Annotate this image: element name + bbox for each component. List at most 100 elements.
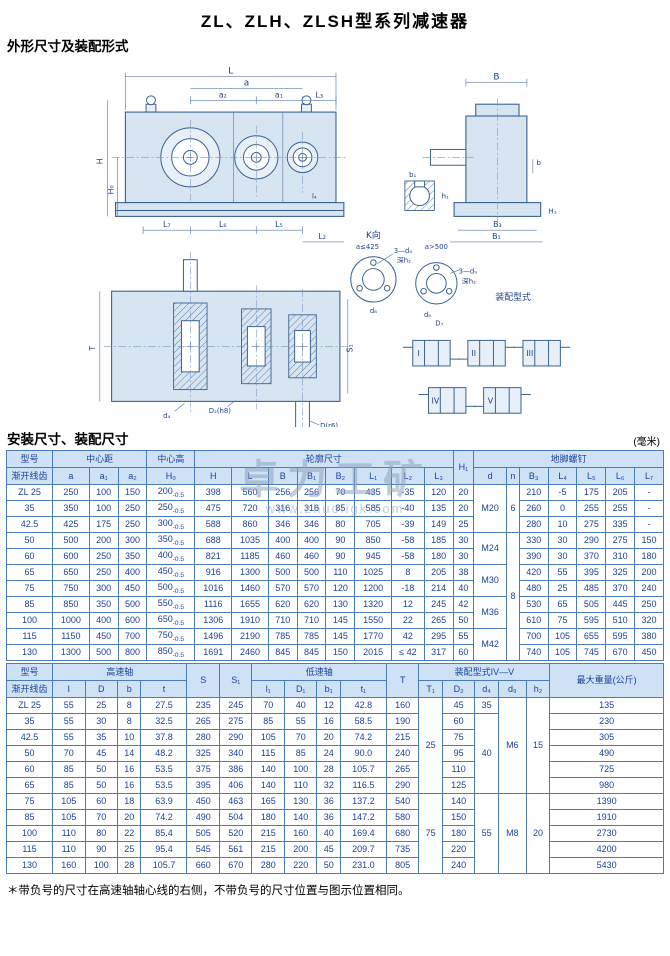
value-cell: 335	[605, 516, 636, 533]
value-cell: M42	[473, 628, 508, 661]
value-cell: -58	[391, 548, 425, 565]
value-cell: 110	[441, 761, 476, 778]
value-cell: 25	[84, 697, 118, 714]
assembly-type-1: I	[417, 349, 419, 358]
value-cell: 398	[194, 484, 233, 501]
value-cell: 595	[605, 628, 636, 645]
value-cell: 350	[88, 596, 119, 613]
value-cell: 845	[267, 644, 298, 661]
value-cell: 850-0.5	[146, 644, 196, 661]
model-cell: 130	[6, 644, 53, 661]
value-cell: 200-0.5	[146, 484, 196, 501]
value-cell: 386	[218, 761, 253, 778]
column-header: t₁	[339, 680, 387, 698]
plan-view: T S₁ d₄ D₂(h8) D(r6)	[88, 251, 355, 427]
value-cell: 125	[441, 777, 476, 794]
value-cell: 463	[218, 793, 253, 810]
value-cell: 520	[218, 825, 253, 842]
dim-label: l₄	[312, 193, 317, 201]
value-cell: 290	[576, 532, 607, 549]
value-cell: 700	[518, 628, 549, 645]
value-cell: 230	[549, 713, 664, 730]
value-cell: 100	[88, 484, 119, 501]
value-cell: 1300	[231, 564, 269, 581]
value-cell: 380	[634, 628, 664, 645]
section-outline-heading: 外形尺寸及装配形式	[7, 39, 129, 54]
dim-label: a≤425	[356, 243, 379, 251]
value-cell: 50	[452, 612, 475, 629]
value-cell: 505	[576, 596, 607, 613]
value-cell: 250-0.5	[146, 500, 196, 517]
column-header: H₀	[146, 467, 196, 485]
value-cell: 400-0.5	[146, 548, 196, 565]
dim-label: D₇	[435, 320, 443, 328]
value-cell: 8	[506, 532, 520, 661]
value-cell: 160	[52, 857, 86, 874]
value-cell: 116.5	[339, 777, 387, 794]
value-cell: 325	[186, 745, 220, 762]
value-cell: 85.4	[140, 825, 188, 842]
value-cell: 55	[474, 793, 499, 874]
value-cell: 1300	[52, 644, 90, 661]
value-cell: 610	[518, 612, 549, 629]
value-cell: 70	[52, 745, 86, 762]
value-cell: 45	[441, 697, 476, 714]
value-cell: 680	[385, 825, 420, 842]
value-cell: 25	[452, 516, 475, 533]
value-cell: 250	[117, 516, 148, 533]
value-cell: 275	[576, 516, 607, 533]
value-cell: 2460	[231, 644, 269, 661]
value-cell: 316	[267, 500, 298, 517]
value-cell: 290	[385, 777, 420, 794]
column-header: 装配型式IV—V	[418, 663, 551, 681]
value-cell: 370	[605, 580, 636, 597]
column-header: h₂	[525, 680, 551, 698]
dim-label: 3—d₉	[459, 267, 478, 275]
value-cell: 25	[116, 841, 142, 858]
column-header: b₁	[316, 680, 341, 698]
value-cell: 375	[186, 761, 220, 778]
value-cell: 700	[117, 628, 148, 645]
value-cell: 490	[549, 745, 664, 762]
value-cell: 406	[218, 777, 253, 794]
value-cell: 275	[218, 713, 253, 730]
value-cell: 8	[116, 713, 142, 730]
value-cell: 12	[316, 697, 341, 714]
value-cell: 80	[84, 825, 118, 842]
column-header: L₅	[576, 467, 607, 485]
value-cell: 85	[251, 713, 285, 730]
value-cell: 370	[576, 548, 607, 565]
value-cell: 570	[267, 580, 298, 597]
value-cell: 295	[423, 628, 454, 645]
value-cell: 110	[52, 841, 86, 858]
dim-label: T	[88, 346, 97, 352]
value-cell: 32	[316, 777, 341, 794]
column-header: D	[84, 680, 118, 698]
value-cell: 6	[506, 484, 520, 533]
value-cell: 55	[452, 628, 475, 645]
model-cell: 50	[6, 745, 53, 762]
value-cell: 185	[423, 532, 454, 549]
value-cell: 105.7	[140, 857, 188, 874]
value-cell: 16	[116, 761, 142, 778]
value-cell: 316	[296, 500, 327, 517]
value-cell: 688	[194, 532, 233, 549]
value-cell: 0	[547, 500, 578, 517]
dim-label: d₈	[370, 307, 377, 315]
value-cell: 400	[267, 532, 298, 549]
model-cell: 130	[6, 857, 53, 874]
value-cell: 149	[423, 516, 454, 533]
value-cell: 60	[441, 713, 476, 730]
value-cell: 655	[576, 628, 607, 645]
value-cell: 485	[576, 580, 607, 597]
value-cell: 38	[452, 564, 475, 581]
column-header: B	[267, 467, 298, 485]
value-cell: 4200	[549, 841, 664, 858]
value-cell: 135	[423, 500, 454, 517]
